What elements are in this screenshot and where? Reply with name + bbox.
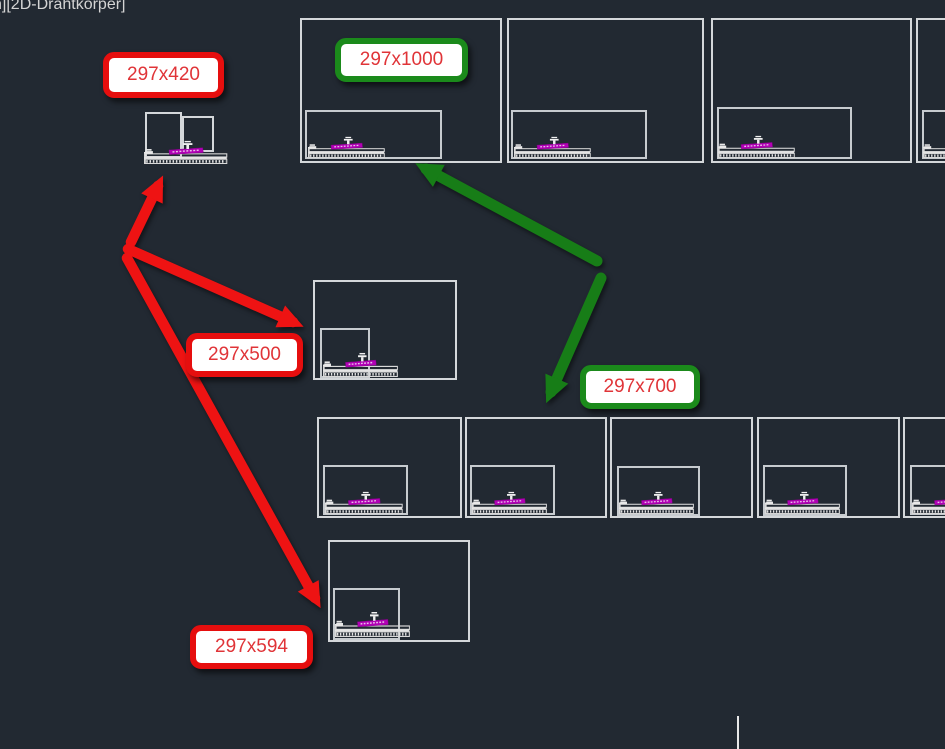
viewport-rect: [470, 465, 555, 515]
size-label-text: 297x1000: [359, 49, 444, 70]
machine-drawing[interactable]: [325, 491, 408, 514]
magenta-part: [330, 142, 363, 150]
left-block: [326, 499, 334, 505]
sheet-frame-297x700-2[interactable]: [465, 417, 607, 518]
platform: [912, 502, 945, 514]
sheet-frame-297x700-5[interactable]: [903, 417, 945, 518]
viewport-rect: [333, 588, 400, 640]
platform: [619, 502, 694, 514]
size-label-297x420: 297x420: [103, 52, 224, 98]
viewport-rect: [323, 465, 408, 515]
magenta-part: [345, 359, 377, 368]
machine-drawing[interactable]: [912, 491, 945, 514]
machine-drawing[interactable]: [765, 491, 845, 514]
left-block: [309, 144, 317, 149]
machine-drawing[interactable]: [308, 136, 390, 158]
size-label-297x700: 297x700: [580, 365, 700, 409]
platform: [923, 147, 945, 158]
platform: [765, 502, 840, 514]
left-block: [336, 620, 343, 626]
size-label-text: 297x420: [127, 64, 200, 85]
platform: [325, 502, 403, 514]
sheet-frame-297x594[interactable]: [328, 540, 470, 642]
left-block: [766, 499, 773, 505]
sheet-frame-297x500[interactable]: [313, 280, 457, 380]
platform: [335, 624, 410, 637]
machine-drawing[interactable]: [923, 136, 945, 158]
magenta-part: [494, 498, 526, 506]
machine-drawing[interactable]: [323, 352, 403, 377]
machine-drawing[interactable]: [619, 491, 699, 514]
viewport-rect: [763, 465, 847, 516]
size-label-297x500: 297x500: [186, 333, 303, 377]
valve-icon: [358, 352, 367, 362]
platform: [718, 146, 795, 158]
machine-drawing[interactable]: [718, 135, 800, 158]
platform: [144, 152, 228, 164]
viewport-rect: [617, 466, 700, 516]
size-label-text: 297x594: [215, 636, 288, 657]
viewport-rect: [922, 110, 945, 159]
viewport-rect: [910, 465, 945, 515]
magenta-part: [787, 498, 819, 506]
viewport-rect: [717, 107, 852, 159]
valve-icon: [800, 491, 809, 500]
valve-icon: [370, 612, 379, 621]
viewport-control-label[interactable]: n][2D-Drahtkörper]: [0, 0, 126, 13]
magenta-part: [740, 142, 773, 150]
magenta-part: [934, 499, 945, 506]
machine-drawing[interactable]: [144, 140, 233, 164]
drawing-line: [737, 716, 739, 749]
size-label-297x594: 297x594: [190, 625, 313, 669]
valve-icon: [549, 136, 559, 145]
green-arrow-to-297x1000: [415, 163, 603, 267]
sheet-frame-297x1000[interactable]: [300, 18, 502, 163]
platform: [323, 364, 398, 377]
red-arrow-to-297x594: [121, 252, 321, 609]
platform: [308, 147, 385, 158]
viewport-rect: [511, 110, 647, 159]
valve-icon: [182, 140, 193, 150]
size-label-text: 297x700: [603, 376, 677, 397]
valve-icon: [343, 136, 353, 145]
valve-icon: [654, 491, 663, 500]
machine-drawing[interactable]: [335, 611, 415, 637]
sheet-frame-top-3[interactable]: [711, 18, 912, 163]
red-arrow-to-297x500: [122, 243, 304, 328]
valve-icon: [753, 135, 763, 144]
magenta-part: [641, 498, 673, 506]
sheet-frame-297x700-4[interactable]: [757, 417, 900, 518]
viewport-rect: [305, 110, 442, 159]
size-label-text: 297x500: [208, 344, 281, 365]
left-block: [719, 143, 727, 149]
platform: [472, 502, 547, 514]
sheet-frame-top-4[interactable]: [916, 18, 945, 163]
platform: [514, 147, 591, 158]
left-block: [620, 499, 627, 505]
valve-icon: [507, 491, 516, 500]
magenta-part: [348, 498, 381, 506]
left-block: [324, 361, 331, 367]
left-block: [145, 149, 153, 154]
left-block: [913, 499, 920, 505]
sheet-frame-297x700-3[interactable]: [610, 417, 753, 518]
magenta-part: [168, 147, 204, 155]
left-block: [924, 144, 932, 149]
magenta-part: [536, 142, 569, 150]
size-label-297x1000: 297x1000: [335, 38, 468, 82]
valve-icon: [361, 491, 371, 500]
machine-drawing[interactable]: [472, 491, 552, 514]
sheet-frame-top-2[interactable]: [507, 18, 704, 163]
sheet-frame-297x700-1[interactable]: [317, 417, 462, 518]
left-block: [515, 144, 523, 149]
magenta-part: [357, 619, 389, 628]
viewport-rect: [320, 328, 370, 378]
machine-drawing[interactable]: [514, 136, 596, 158]
left-block: [473, 499, 480, 505]
red-arrow-to-297x420: [125, 175, 164, 248]
